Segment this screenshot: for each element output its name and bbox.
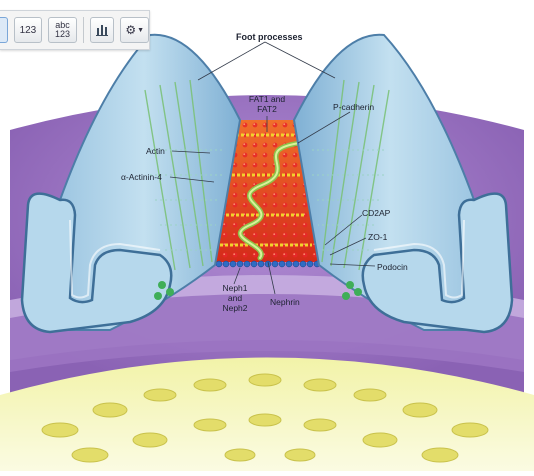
label-alpha-actinin-4: α-Actinin-4 [121,172,162,182]
label-actin: Actin [146,146,165,156]
label-neph-line2: and [227,293,243,303]
label-nephrin: Nephrin [270,297,300,307]
endothelial-fenestrae [41,373,489,463]
right-foot-process [292,33,514,334]
label-fat1-line1: FAT1 and [248,94,286,104]
caret-down-icon: ▼ [137,26,145,34]
label-foot-processes: Foot processes [236,32,303,42]
settings-dropdown-button[interactable]: ⚙ ▼ [120,17,149,43]
left-foot-process [20,33,242,334]
gear-icon: ⚙ [125,23,137,37]
alpha-label-bottom: 123 [54,29,70,39]
toolbar-selected-button[interactable] [0,17,8,43]
label-neph-line1: Neph1 [222,283,248,293]
label-cd2ap: CD2AP [362,208,391,218]
toolbar-separator [82,17,84,43]
alpha-label-top: abc [55,20,70,30]
label-podocin: Podocin [377,262,408,272]
image-toolbar: 123 abc 123 ⚙ ▼ [0,10,150,50]
leader-lines [169,41,376,295]
chart-button[interactable] [89,17,115,43]
label-zo-1: ZO-1 [368,232,388,242]
fat-strands [220,133,312,247]
alpha-numeric-label-button[interactable]: abc 123 [48,17,77,43]
bar-chart-icon [96,25,109,36]
numeric-label-button[interactable]: 123 [13,17,43,43]
label-neph-line3: Neph2 [222,303,248,313]
label-fat1-line2: FAT2 [257,104,277,114]
label-p-cadherin: P-cadherin [333,102,375,112]
